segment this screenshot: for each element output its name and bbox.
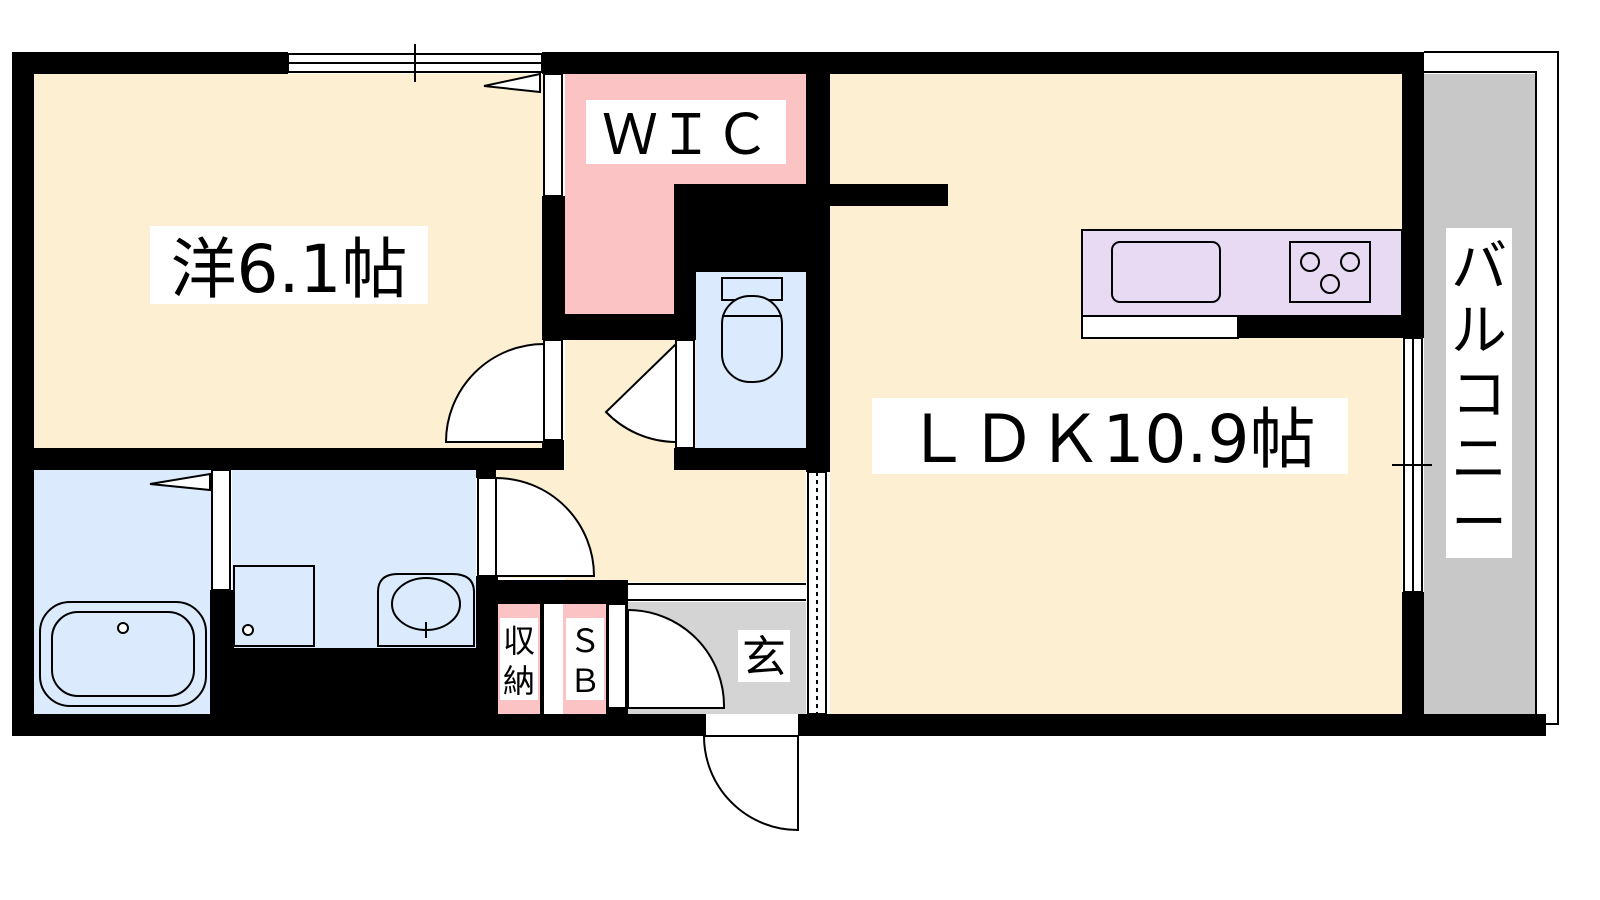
ldk-floor <box>830 74 1402 714</box>
wic-label-bg <box>586 100 786 164</box>
room-labels: 洋6.1帖 ＷＩＣ ＬＤＫ10.9帖 玄 収 納 Ｓ Ｂ バ ル コ ニ ー <box>150 100 1512 700</box>
wall-top-left <box>12 52 288 74</box>
openings <box>211 44 1432 715</box>
western-label-bg <box>150 226 428 304</box>
washroom-door-swing <box>495 476 596 577</box>
wall-toilet-bottom <box>674 448 830 470</box>
balcony-outline <box>1424 51 1559 725</box>
wall-wash-right <box>476 470 496 478</box>
wall-western-right-upper <box>542 196 565 340</box>
bath-sliding-door <box>211 469 231 591</box>
fixtures <box>39 229 1403 707</box>
kitchen-wall-bottom <box>1238 316 1424 338</box>
wall-bath-divider <box>210 590 234 714</box>
wall-right-bottom <box>1402 592 1424 736</box>
wall-ldk-stub <box>806 184 948 206</box>
kitchen-sink <box>1111 241 1221 303</box>
storage-label-top: 収 <box>503 622 535 660</box>
balcony-label-char-4: ニ <box>1451 427 1507 492</box>
kitchen-stove <box>1289 241 1371 303</box>
wic-door-arrow <box>483 72 541 94</box>
washer-drain <box>242 624 254 636</box>
wall-core-block <box>674 184 830 272</box>
western-room-label: 洋6.1帖 <box>171 231 408 308</box>
entrance-label-bg <box>738 630 790 682</box>
wic-label: ＷＩＣ <box>602 103 770 168</box>
balcony-label-char-5: ー <box>1451 491 1507 556</box>
balcony-label-bg <box>1446 228 1512 558</box>
wall-western-bottom <box>12 448 564 470</box>
toilet-door-frame <box>675 339 695 449</box>
wall-wash-right-lower <box>476 576 498 714</box>
bathtub-drain <box>117 622 129 634</box>
wic-sliding-door <box>543 73 563 197</box>
balcony-label-char-3: コ <box>1451 363 1507 428</box>
shoebox-label-bg <box>566 618 604 700</box>
western-door-swing <box>444 342 545 443</box>
ldk-label-bg <box>872 398 1348 474</box>
balcony-label-char-1: バ <box>1451 235 1507 300</box>
wall-right-top <box>1402 52 1424 338</box>
wash-door-frame <box>477 477 497 577</box>
shoebox-label-top: Ｓ <box>569 622 601 660</box>
wall-hall-short <box>542 440 564 470</box>
shoebox-label-bottom: Ｂ <box>569 662 601 700</box>
balcony-label-char-2: ル <box>1451 299 1507 364</box>
hall-door-frame <box>543 339 563 441</box>
bath-door-arrow <box>149 472 211 492</box>
wall-top-right <box>542 52 1424 74</box>
kitchen-counter-edge <box>1081 315 1239 339</box>
front-door-swing <box>702 735 799 832</box>
ldk-label: ＬＤＫ10.9帖 <box>905 401 1316 478</box>
entrance-label: 玄 <box>742 632 786 683</box>
wall-wash-bottom <box>232 648 496 714</box>
storage-label-bg <box>500 618 538 700</box>
wall-bottom-left <box>12 714 706 736</box>
wall-left <box>12 52 34 736</box>
burner-left <box>1300 252 1320 272</box>
walls <box>12 52 1546 736</box>
bathtub-inner <box>51 611 195 697</box>
entrance-door-swing <box>627 608 726 709</box>
storage-label-bottom: 納 <box>503 662 535 700</box>
shoebox-door-frame <box>607 603 627 709</box>
toilet-seat <box>721 295 783 383</box>
wall-wic-bottom <box>542 314 694 340</box>
wall-bottom-right <box>798 714 1546 736</box>
wall-toilet-left <box>674 184 696 340</box>
wall-storage-top <box>476 580 628 604</box>
burner-bottom <box>1320 274 1340 294</box>
toilet-door-swing <box>604 341 677 444</box>
wall-storage-gap <box>540 604 544 714</box>
burner-right <box>1340 252 1360 272</box>
door-swings <box>149 72 799 832</box>
